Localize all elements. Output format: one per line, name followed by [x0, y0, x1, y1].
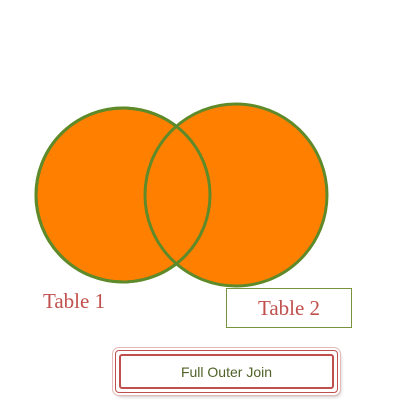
table2-label-box: Table 2 — [226, 288, 352, 328]
table2-circle — [143, 102, 329, 288]
table1-label: Table 1 — [43, 289, 106, 313]
table2-label: Table 2 — [257, 296, 321, 320]
full-outer-join-button[interactable]: Full Outer Join — [115, 350, 338, 393]
join-button-label: Full Outer Join — [180, 363, 273, 380]
table1-circle-outline — [34, 106, 212, 284]
